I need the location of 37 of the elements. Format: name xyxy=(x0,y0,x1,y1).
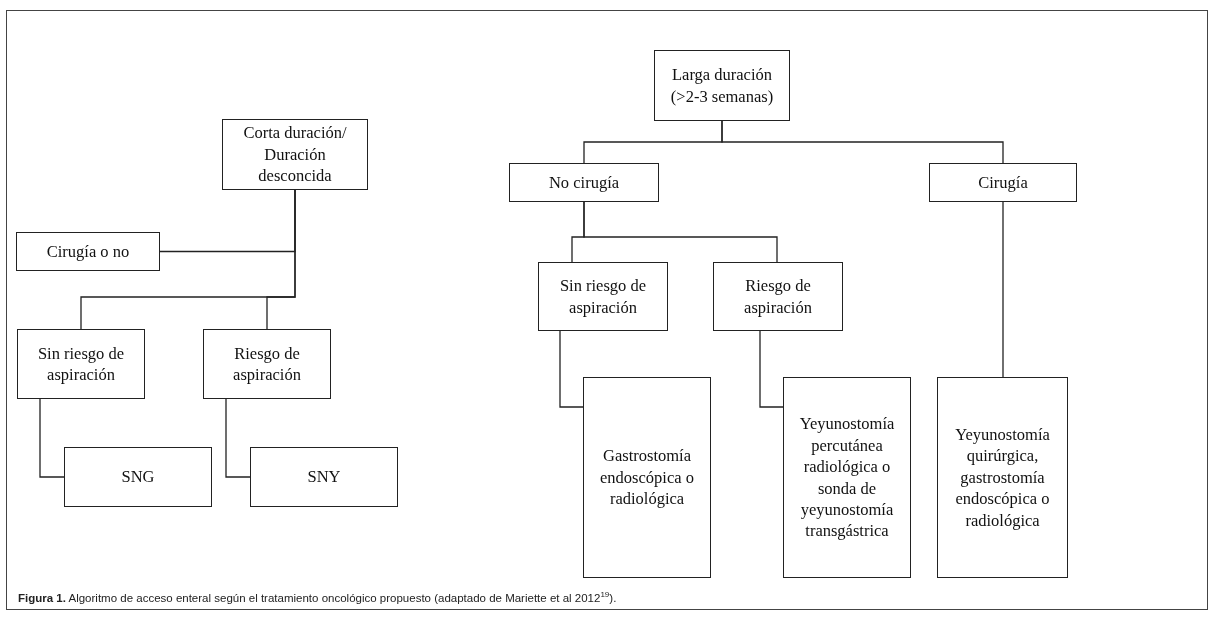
process-box xyxy=(783,377,911,578)
process-box xyxy=(203,329,331,399)
process-box xyxy=(17,329,145,399)
box-label: Yeyunostomía quirúrgica, gastrostomía endoscópica o radiológica xyxy=(954,423,1051,532)
process-box xyxy=(222,119,368,190)
connector-line xyxy=(39,398,65,478)
box-label: Riesgo de aspiración xyxy=(232,342,302,386)
process-box xyxy=(250,447,398,507)
box-label: Riesgo de aspiración xyxy=(743,275,813,319)
process-box xyxy=(937,377,1068,578)
box-label: Corta duración/ Duración desconcida xyxy=(242,122,348,188)
connector-line xyxy=(266,189,296,330)
box-label: Yeyunostomía percutánea radiológica o sonda de yeyunostomía transgástrica xyxy=(798,413,896,543)
connector-line xyxy=(1002,201,1004,378)
process-box xyxy=(64,447,212,507)
process-box xyxy=(583,377,711,578)
process-box xyxy=(713,262,843,331)
process-box xyxy=(509,163,659,202)
process-box xyxy=(929,163,1077,202)
box-label: Cirugía xyxy=(977,171,1029,194)
connector-line xyxy=(583,201,778,263)
connector-line xyxy=(225,398,251,478)
connector-line xyxy=(759,330,784,408)
process-box xyxy=(538,262,668,331)
figure-caption: Figura 1. Algoritmo de acceso enteral según el tratamiento oncológico propuesto (adaptado de Mariette et al 2012$^{19}$). xyxy=(18,590,617,604)
box-label: Gastrostomía endoscópica o radiológica xyxy=(599,445,695,511)
box-label: Larga duración (>2-3 semanas) xyxy=(669,64,775,108)
box-label: Sin riesgo de aspiración xyxy=(558,275,648,319)
box-label: SNY xyxy=(306,466,342,489)
box-label: Sin riesgo de aspiración xyxy=(36,342,126,386)
process-box xyxy=(654,50,790,121)
box-label: No cirugía xyxy=(547,171,621,194)
process-box xyxy=(16,232,160,271)
box-label: SNG xyxy=(120,466,156,489)
connector-line xyxy=(721,120,1004,164)
connector-line xyxy=(559,330,584,408)
box-label: Cirugía o no xyxy=(45,240,131,263)
